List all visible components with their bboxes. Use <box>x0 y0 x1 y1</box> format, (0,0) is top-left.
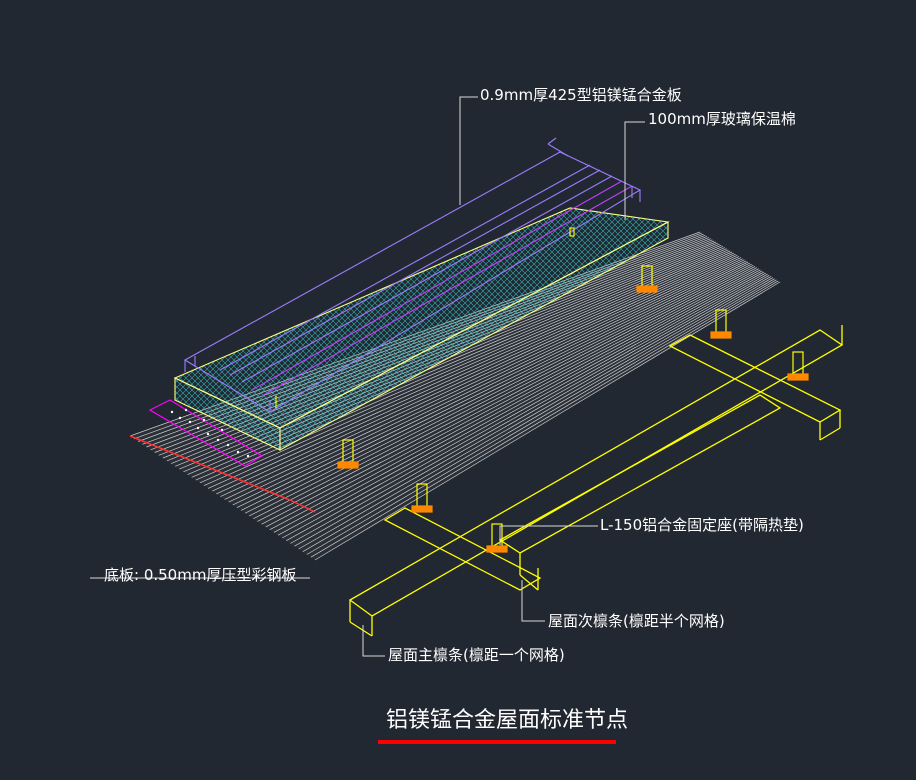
corrugation-line <box>273 270 763 533</box>
corrugation-line <box>306 279 777 555</box>
corrugation-line <box>277 271 765 536</box>
corrugation-line <box>261 267 758 525</box>
corrugation-line <box>220 256 740 497</box>
corrugation-line <box>228 258 743 503</box>
corrugation-line <box>249 263 752 517</box>
corrugation-line <box>236 260 747 508</box>
label-main-purlin: 屋面主檩条(檩距一个网格) <box>388 646 565 664</box>
label-top-panel: 0.9mm厚425型铝镁锰合金板 <box>480 86 682 104</box>
bracket-group <box>337 265 809 553</box>
corrugation-line <box>310 280 779 558</box>
label-secondary-purlin: 屋面次檩条(檩距半个网格) <box>548 612 725 630</box>
corrugation-line <box>314 281 781 561</box>
leader-lines <box>90 96 645 657</box>
main-purlin <box>383 334 842 591</box>
corrugation-line <box>244 262 750 514</box>
insulation-block <box>173 207 670 451</box>
label-base-sheet: 底板: 0.50mm厚压型彩钢板 <box>104 566 297 584</box>
membrane-layer <box>148 399 264 467</box>
corrugation-line <box>253 264 754 520</box>
corrugation-line <box>290 274 770 544</box>
corrugation-line <box>302 278 775 553</box>
corrugation-line <box>265 268 759 528</box>
label-bracket: L-150铝合金固定座(带隔热垫) <box>600 516 804 534</box>
corrugation-line <box>224 257 742 500</box>
corrugation-line <box>281 272 766 539</box>
corrugation-line <box>257 266 756 522</box>
corrugation-line <box>286 273 768 542</box>
corrugation-line <box>232 259 745 506</box>
aluminum-roof-panel <box>183 137 642 413</box>
corrugation-line <box>269 269 761 531</box>
drawing-title: 铝镁锰合金屋面标准节点 <box>386 708 629 733</box>
label-insulation: 100mm厚玻璃保温棉 <box>648 110 796 128</box>
secondary-purlin-front <box>348 325 844 637</box>
corrugation-line <box>216 254 738 495</box>
corrugation-line <box>240 261 749 511</box>
corrugation-line <box>212 253 736 492</box>
corrugation-line <box>294 276 772 547</box>
corrugation-line <box>298 277 774 550</box>
